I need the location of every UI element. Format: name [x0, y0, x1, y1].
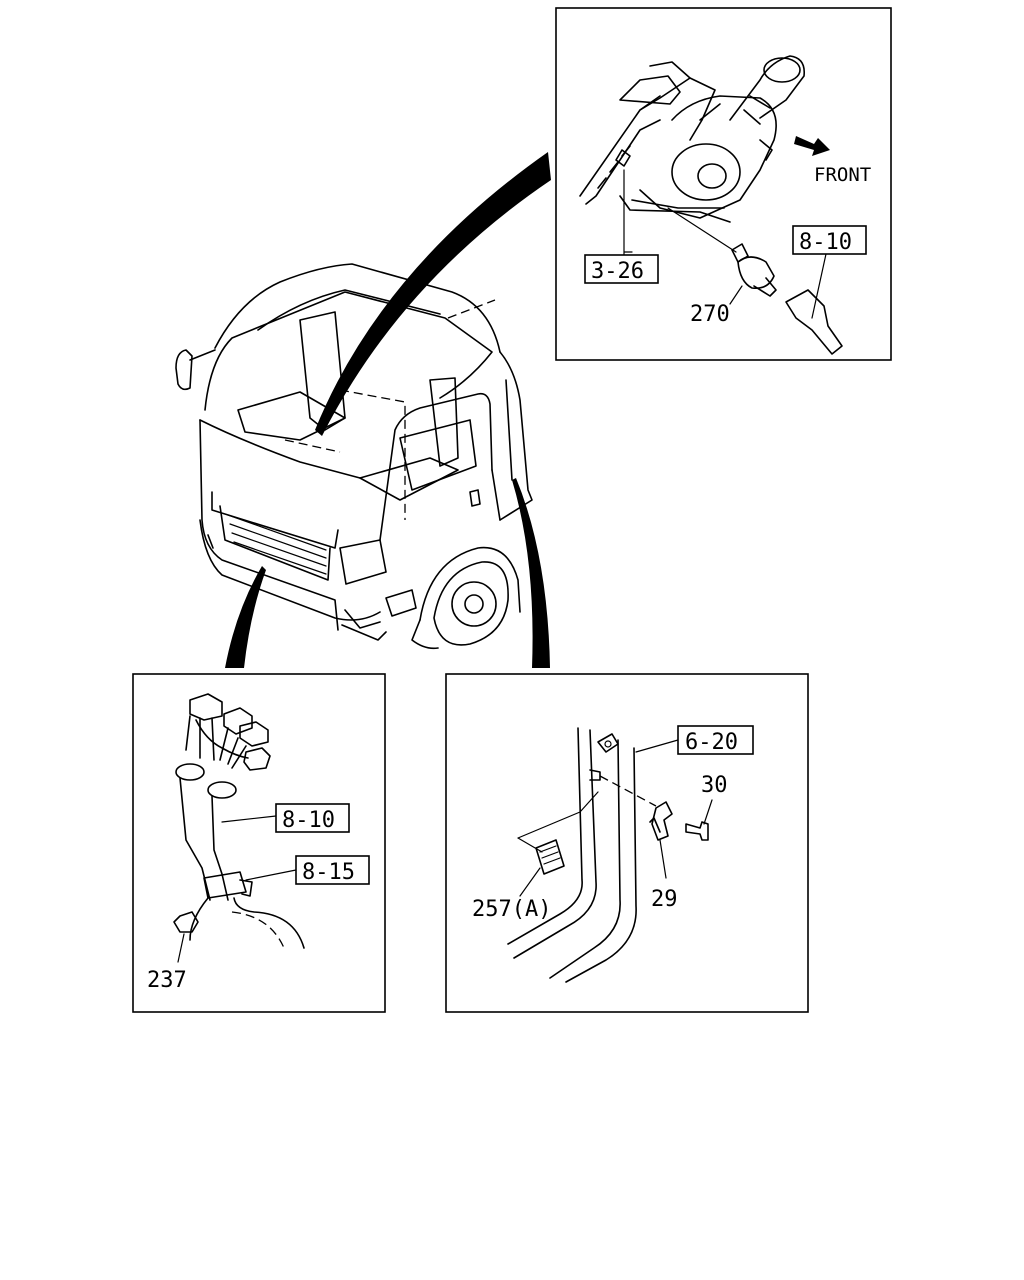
leader-lines	[225, 152, 551, 668]
ref-box-8-10-top-text: 8-10	[799, 230, 852, 255]
ref-box-8-15-text: 8-15	[302, 860, 355, 885]
ref-box-6-20-text: 6-20	[685, 730, 738, 755]
top-callout: FRONT 3-26 270 8-10	[555, 7, 892, 361]
pressure-switch-illustration	[667, 207, 777, 297]
pump-assembly-illustration	[579, 55, 806, 223]
bottom-right-callout-frame	[445, 673, 809, 1013]
wire-harness-illustration	[173, 693, 305, 949]
ref-box-3-26-text: 3-26	[591, 259, 644, 284]
connector-illustration	[785, 289, 843, 355]
part-270-label: 270	[690, 302, 730, 327]
part-30-label: 30	[701, 773, 728, 798]
ref-box-8-10-left-text: 8-10	[282, 808, 335, 833]
ref-box-6-20	[677, 725, 754, 755]
front-label: FRONT	[814, 164, 871, 186]
ref-box-8-10-top	[792, 225, 867, 255]
door-frame-illustration	[507, 727, 709, 983]
leader-bottom-left	[225, 566, 266, 668]
part-257-label: 257(A)	[472, 897, 551, 922]
ref-box-3-26	[584, 254, 659, 284]
ref-box-8-15	[295, 855, 370, 885]
bottom-left-callout-frame	[132, 673, 386, 1013]
truck-cab-illustration	[175, 263, 533, 650]
part-29-label: 29	[651, 887, 678, 912]
bottom-left-callout: 8-10 8-15 237	[132, 673, 386, 1013]
leader-top	[315, 152, 551, 436]
part-237-label: 237	[147, 968, 187, 993]
leader-bottom-right	[512, 478, 550, 668]
ref-box-8-10-left	[275, 803, 350, 833]
front-arrow-icon	[794, 136, 830, 156]
bottom-right-callout: 6-20 30 29 257(A)	[445, 673, 809, 1013]
